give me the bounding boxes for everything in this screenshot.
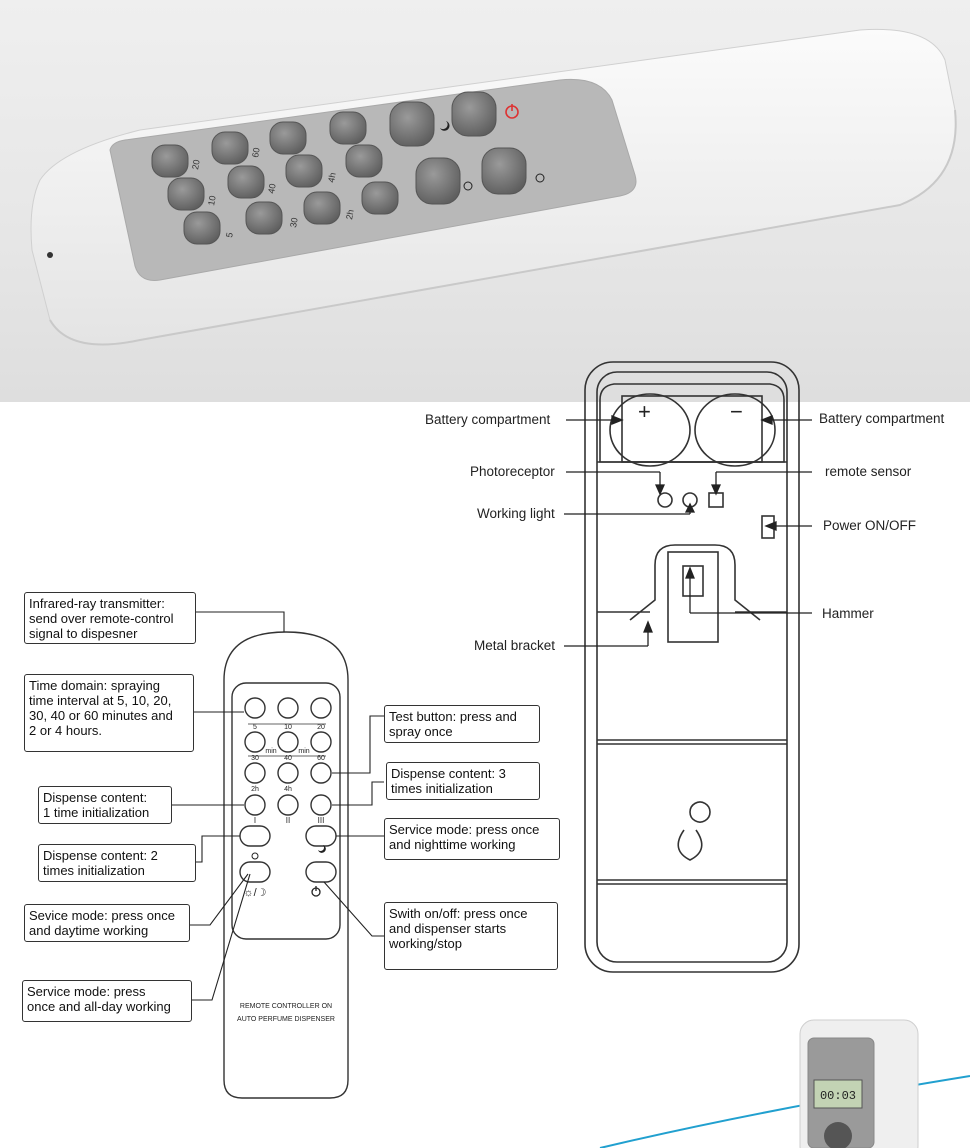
remote-caption-1: REMOTE CONTROLLER ON xyxy=(240,1003,332,1010)
roman-2: II xyxy=(286,816,290,825)
roman-1: I xyxy=(254,816,256,825)
photo-label-20: 20 xyxy=(190,159,202,171)
timing-30: 30 xyxy=(251,755,259,762)
photo-button xyxy=(151,144,189,178)
timing-10: 10 xyxy=(284,724,292,731)
label-photoreceptor: Photoreceptor xyxy=(470,464,555,479)
remote-drawing-labels: 5 10 20 min min 30 40 60 2h 4h I II III … xyxy=(237,724,335,1023)
callout-nighttime: Service mode: press once and nighttime w… xyxy=(384,818,560,860)
moon-icon-drawing xyxy=(318,845,326,853)
callout-dispense-2: Dispense content: 2 times initialization xyxy=(38,844,196,882)
callout-allday: Service mode: press once and all-day wor… xyxy=(22,980,192,1022)
photo-label-5: 5 xyxy=(224,232,235,239)
callout-dispense-1: Dispense content: 1 time initialization xyxy=(38,786,172,824)
label-working-light: Working light xyxy=(477,506,555,521)
label-battery-left: Battery compartment xyxy=(425,412,551,427)
remote-photo: 20 60 10 40 5 30 4h 2h xyxy=(0,0,970,402)
remote-pointers xyxy=(172,611,384,1001)
timing-4h: 4h xyxy=(284,786,292,793)
label-hammer: Hammer xyxy=(822,606,874,621)
callout-daytime: Sevice mode: press once and daytime work… xyxy=(24,904,190,942)
remote-photo-drawing: 20 60 10 40 5 30 4h 2h xyxy=(30,28,957,346)
timing-5: 5 xyxy=(253,724,257,731)
label-power: Power ON/OFF xyxy=(823,518,917,533)
sun-icon-drawing xyxy=(251,852,259,860)
sun-moon-label: ☼/☽ xyxy=(244,887,267,899)
timing-min-2: min xyxy=(298,748,309,755)
sun-icon xyxy=(463,181,473,191)
callout-time-domain: Time domain: spraying time interval at 5… xyxy=(24,674,194,752)
dispenser-drawing xyxy=(584,361,800,973)
photo-label-2h: 2h xyxy=(344,209,356,221)
photo-label-40: 40 xyxy=(266,183,278,195)
device-display: 00:03 xyxy=(820,1089,856,1103)
minus-sign: − xyxy=(730,399,743,424)
label-metal-bracket: Metal bracket xyxy=(474,638,556,653)
photo-label-10: 10 xyxy=(206,195,218,207)
timing-40: 40 xyxy=(284,755,292,762)
moon-icon xyxy=(440,121,450,131)
photo-label-60: 60 xyxy=(250,147,262,159)
callout-test: Test button: press and spray once xyxy=(384,705,540,743)
plus-sign: + xyxy=(638,399,651,424)
timing-60: 60 xyxy=(317,755,325,762)
remote-drawing xyxy=(223,631,349,1099)
roman-3: III xyxy=(318,816,325,825)
callout-switch: Swith on/off: press once and dispenser s… xyxy=(384,902,558,970)
photo-label-4h: 4h xyxy=(326,172,338,184)
timing-20: 20 xyxy=(317,724,325,731)
sun-moon-icon xyxy=(535,173,545,183)
timing-min-1: min xyxy=(265,748,276,755)
callout-infrared: Infrared-ray transmitter: send over remo… xyxy=(24,592,196,644)
photo-label-30: 30 xyxy=(288,217,300,229)
dispenser-pointers xyxy=(564,415,812,647)
timing-2h: 2h xyxy=(251,786,259,793)
label-remote-sensor: remote sensor xyxy=(825,464,912,479)
label-battery-right: Battery compartment xyxy=(819,411,945,426)
remote-caption-2: AUTO PERFUME DISPENSER xyxy=(237,1016,335,1023)
callout-dispense-3: Dispense content: 3 times initialization xyxy=(386,762,540,800)
